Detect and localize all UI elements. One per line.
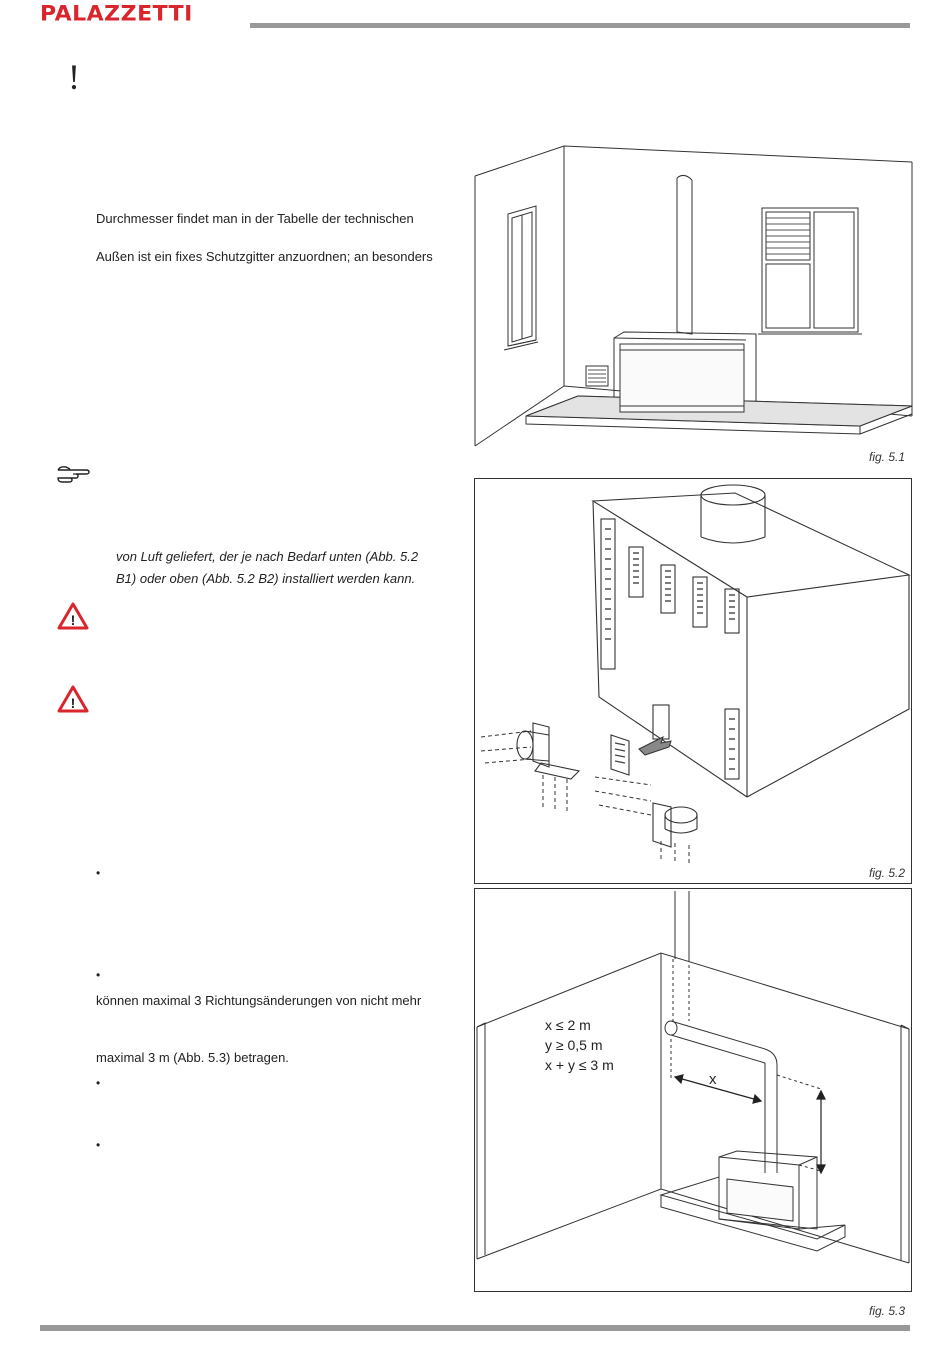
warning-triangle-icon: ! <box>57 602 89 635</box>
italic-line-2: B1) oder oben (Abb. 5.2 B2) installiert … <box>116 571 416 586</box>
bullet: • <box>96 1138 101 1152</box>
figure-caption-5-1: fig. 5.1 <box>869 450 906 464</box>
italic-line-1: von Luft geliefert, der je nach Bedarf u… <box>116 549 419 564</box>
figure-5-1 <box>474 144 914 453</box>
text-line-max-length: maximal 3 m (Abb. 5.3) betragen. <box>96 1050 289 1065</box>
figure-5-2 <box>474 478 912 884</box>
fig3-label-y-min: y ≥ 0,5 m <box>545 1037 603 1053</box>
hand-pointer-icon <box>56 462 90 489</box>
svg-text:!: ! <box>71 695 76 711</box>
fig3-label-x-max: x ≤ 2 m <box>545 1017 591 1033</box>
text-line-direction-changes: können maximal 3 Richtungsänderungen von… <box>96 993 422 1008</box>
figure-caption-5-3: fig. 5.3 <box>869 1304 906 1318</box>
bullet: • <box>96 1076 101 1090</box>
brand-logo: PALAZZETTI <box>40 2 193 27</box>
bullet: • <box>96 968 101 982</box>
figure-caption-5-2: fig. 5.2 <box>869 866 906 880</box>
notice-exclamation: ! <box>68 57 80 97</box>
figure-5-3 <box>474 888 912 1292</box>
svg-text:!: ! <box>71 612 76 628</box>
bullet: • <box>96 866 101 880</box>
text-line-diameter: Durchmesser findet man in der Tabelle de… <box>96 211 414 226</box>
footer-rule <box>40 1325 910 1331</box>
fig3-label-sum-max: x + y ≤ 3 m <box>545 1057 614 1073</box>
fig3-dimension-x: x <box>709 1071 717 1088</box>
header-rule <box>250 23 910 28</box>
text-line-grille: Außen ist ein fixes Schutzgitter anzuord… <box>96 249 433 264</box>
warning-triangle-icon: ! <box>57 685 89 718</box>
